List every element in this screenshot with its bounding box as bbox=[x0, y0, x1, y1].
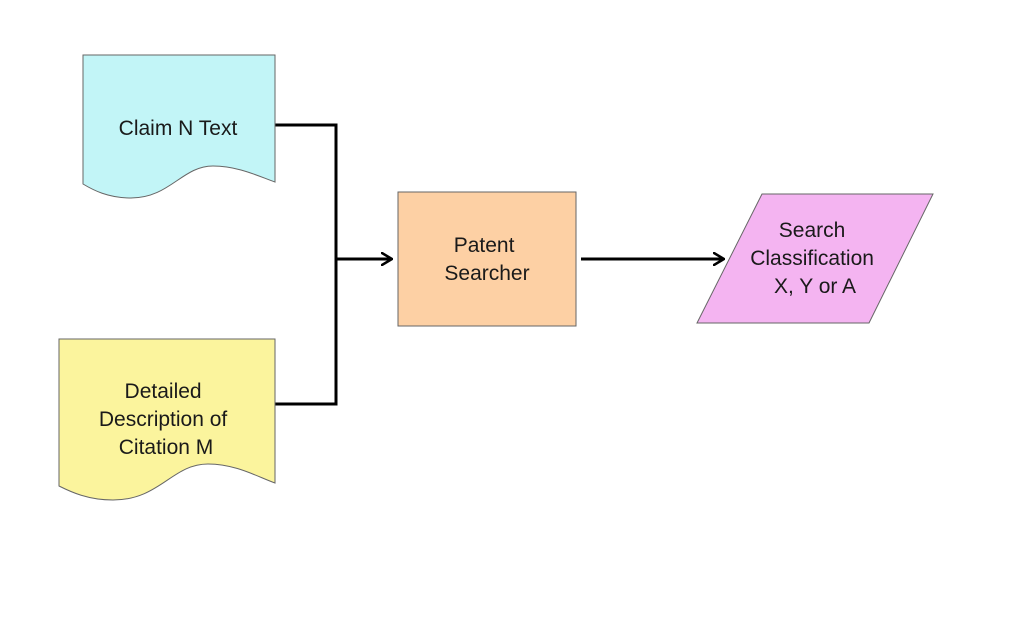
label-line: Classification bbox=[750, 247, 874, 270]
node-search-classification-label: Search Classification X, Y or A bbox=[750, 219, 880, 298]
node-search-classification: Search Classification X, Y or A bbox=[696, 193, 934, 324]
document-shape bbox=[82, 54, 276, 199]
label-line: Search bbox=[779, 219, 846, 242]
connector-description-to-junction bbox=[275, 259, 338, 406]
document-shape bbox=[58, 338, 276, 501]
node-detailed-description-label: Detailed Description of Citation M bbox=[99, 380, 233, 459]
label-line: Patent bbox=[454, 234, 515, 257]
node-claim-n-text: Claim N Text bbox=[82, 54, 276, 199]
connector-claim-to-junction bbox=[275, 123, 338, 259]
label-line: Searcher bbox=[444, 262, 529, 285]
node-patent-searcher: Patent Searcher bbox=[397, 191, 577, 327]
label-line: X, Y or A bbox=[774, 275, 856, 298]
label-line: Citation M bbox=[119, 436, 214, 459]
connectors bbox=[275, 123, 724, 406]
data-shape bbox=[696, 193, 934, 324]
label-line: Description of bbox=[99, 408, 228, 431]
label-line: Detailed bbox=[125, 380, 202, 403]
process-shape bbox=[397, 191, 577, 327]
label-line: Claim N Text bbox=[119, 117, 238, 140]
node-claim-n-text-label: Claim N Text bbox=[119, 117, 238, 140]
node-detailed-description: Detailed Description of Citation M bbox=[58, 338, 276, 501]
node-patent-searcher-label: Patent Searcher bbox=[444, 234, 529, 285]
